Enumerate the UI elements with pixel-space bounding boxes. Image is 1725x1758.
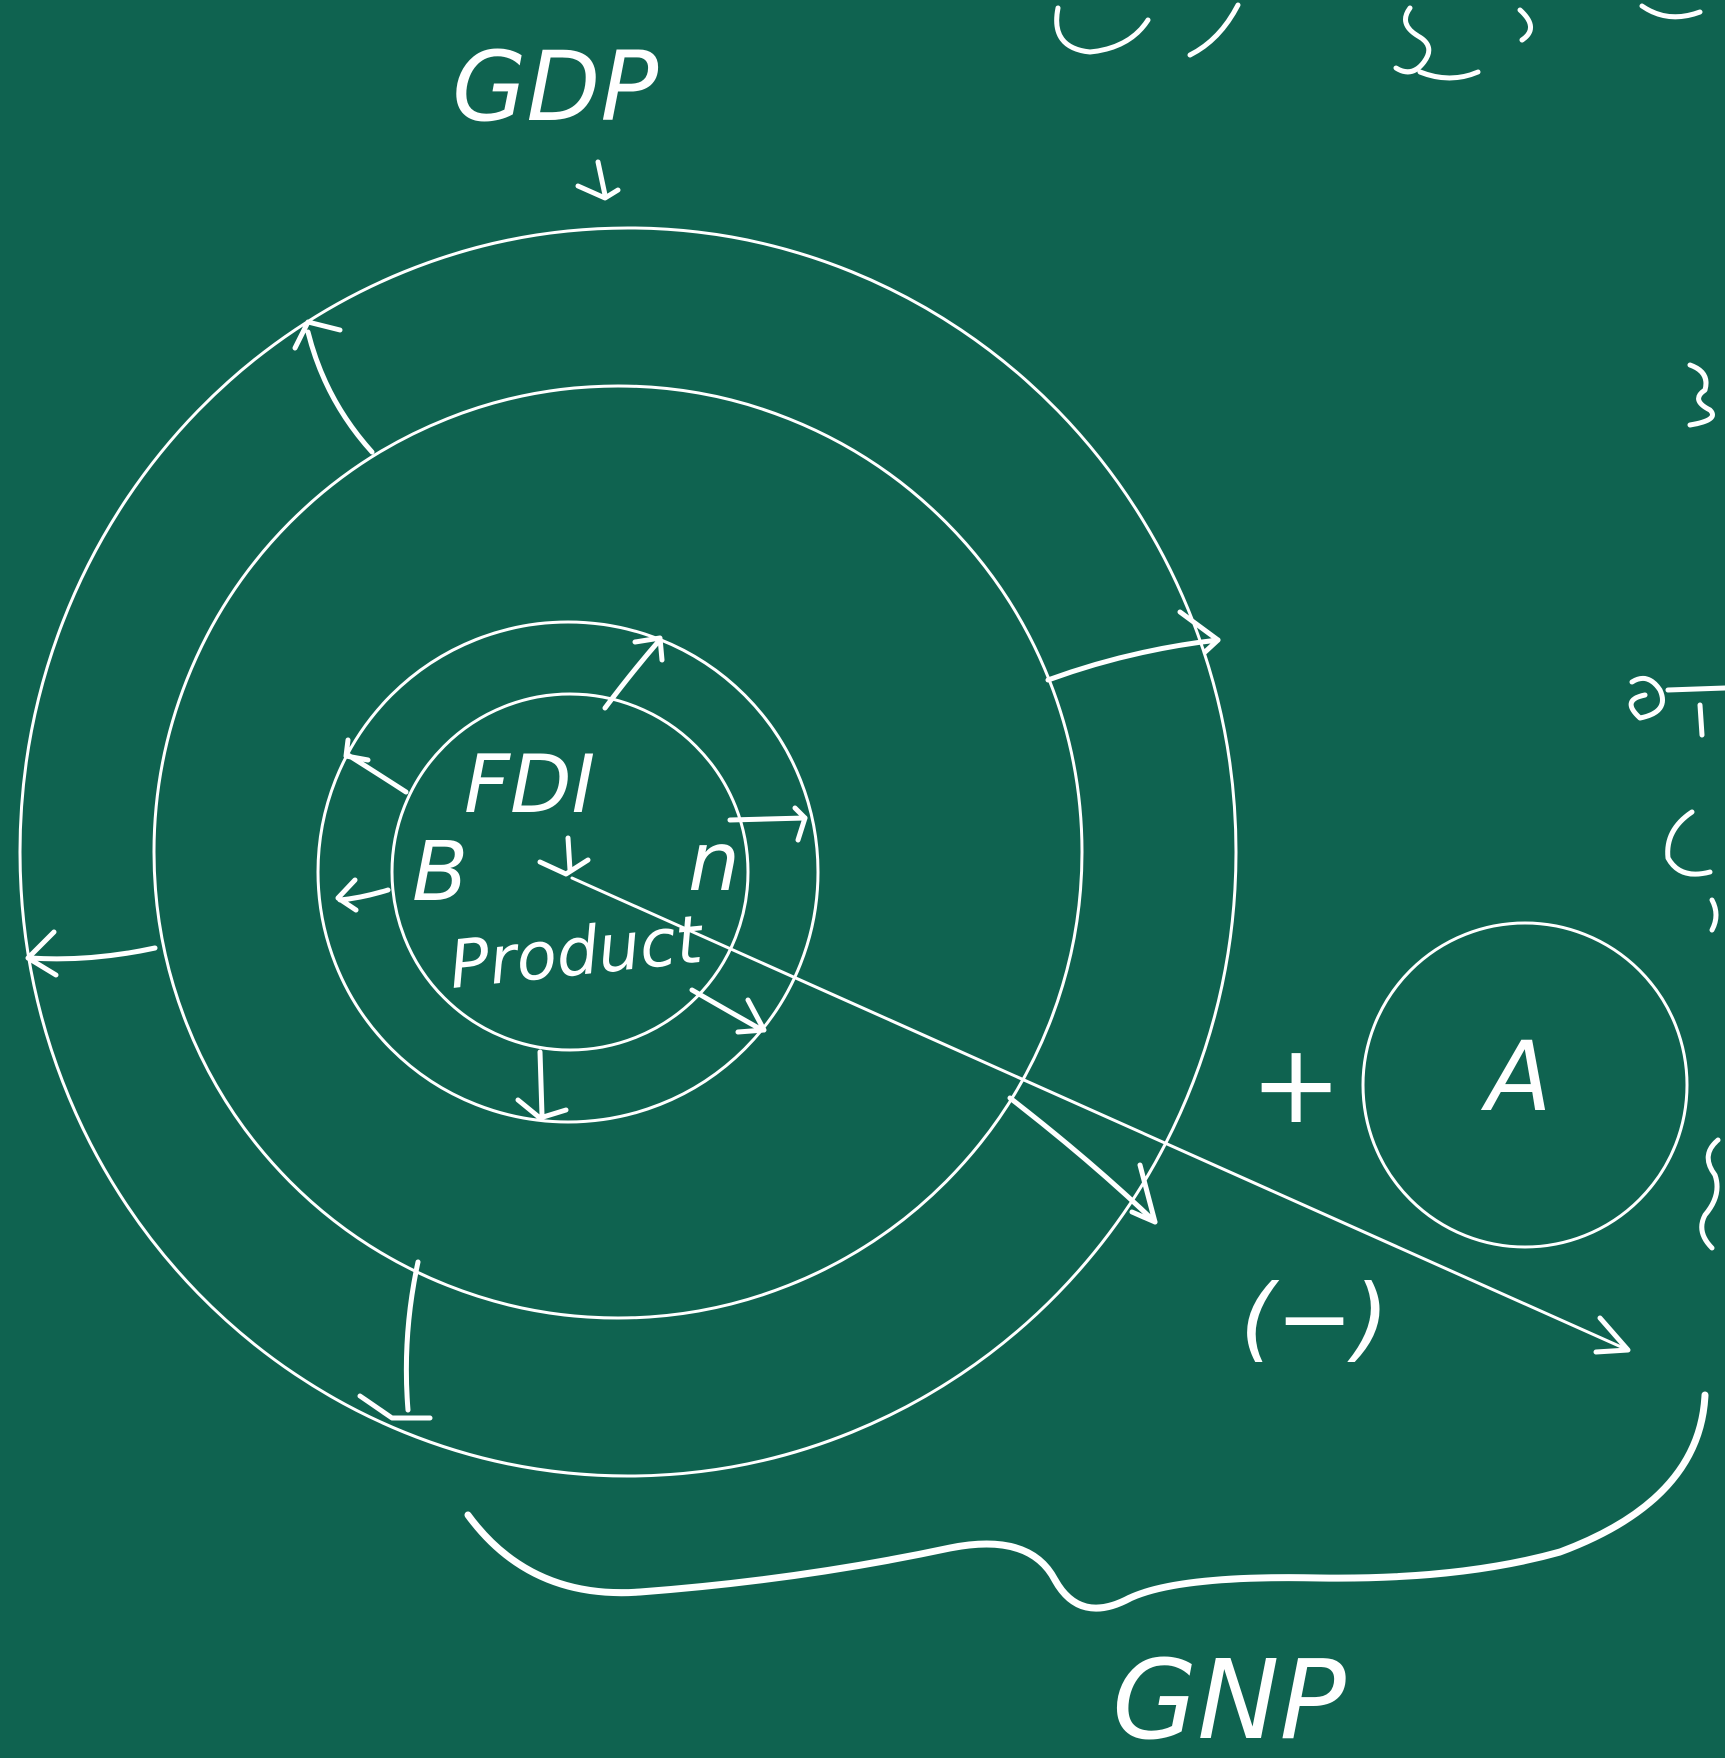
arrow-inner-top: [602, 635, 665, 711]
arrow-inner-bottom: [515, 1049, 569, 1121]
fdi-label: FDI: [464, 738, 595, 831]
n-label: n: [688, 815, 740, 910]
outer-circle: [18, 226, 1238, 1478]
arrow-outward-top-left: [292, 319, 375, 455]
gnp-brace: [464, 1391, 1709, 1612]
second-circle: [152, 384, 1084, 1320]
arrow-outward-right: [1045, 609, 1221, 683]
minus-label: (−): [1240, 1265, 1389, 1372]
fdi-pointer-arrow: [537, 835, 591, 877]
plus-sign: +: [1250, 1020, 1342, 1148]
diagonal-arrow: [570, 876, 1631, 1355]
gdp-pointer-arrow: [575, 159, 621, 201]
arrow-inner-lower-right: [689, 987, 767, 1035]
b-label: B: [412, 825, 468, 920]
arrow-inner-right: [727, 805, 808, 843]
circle-a: [1361, 921, 1689, 1249]
gdp-label: GDP: [452, 31, 658, 143]
arrow-outward-bottom: [357, 1259, 433, 1421]
arrow-outward-left: [25, 929, 158, 978]
product-label: Product: [446, 901, 708, 1004]
arrow-outward-lower-right: [1007, 1095, 1158, 1225]
a-label: A: [1480, 1021, 1552, 1133]
third-circle: [316, 620, 820, 1124]
gnp-label: GNP: [1112, 1636, 1347, 1758]
inner-circle: [390, 692, 750, 1052]
arrow-inner-top-left: [343, 737, 409, 795]
edge-marks: [1054, 2, 1725, 1251]
arrow-inner-left: [335, 877, 391, 913]
